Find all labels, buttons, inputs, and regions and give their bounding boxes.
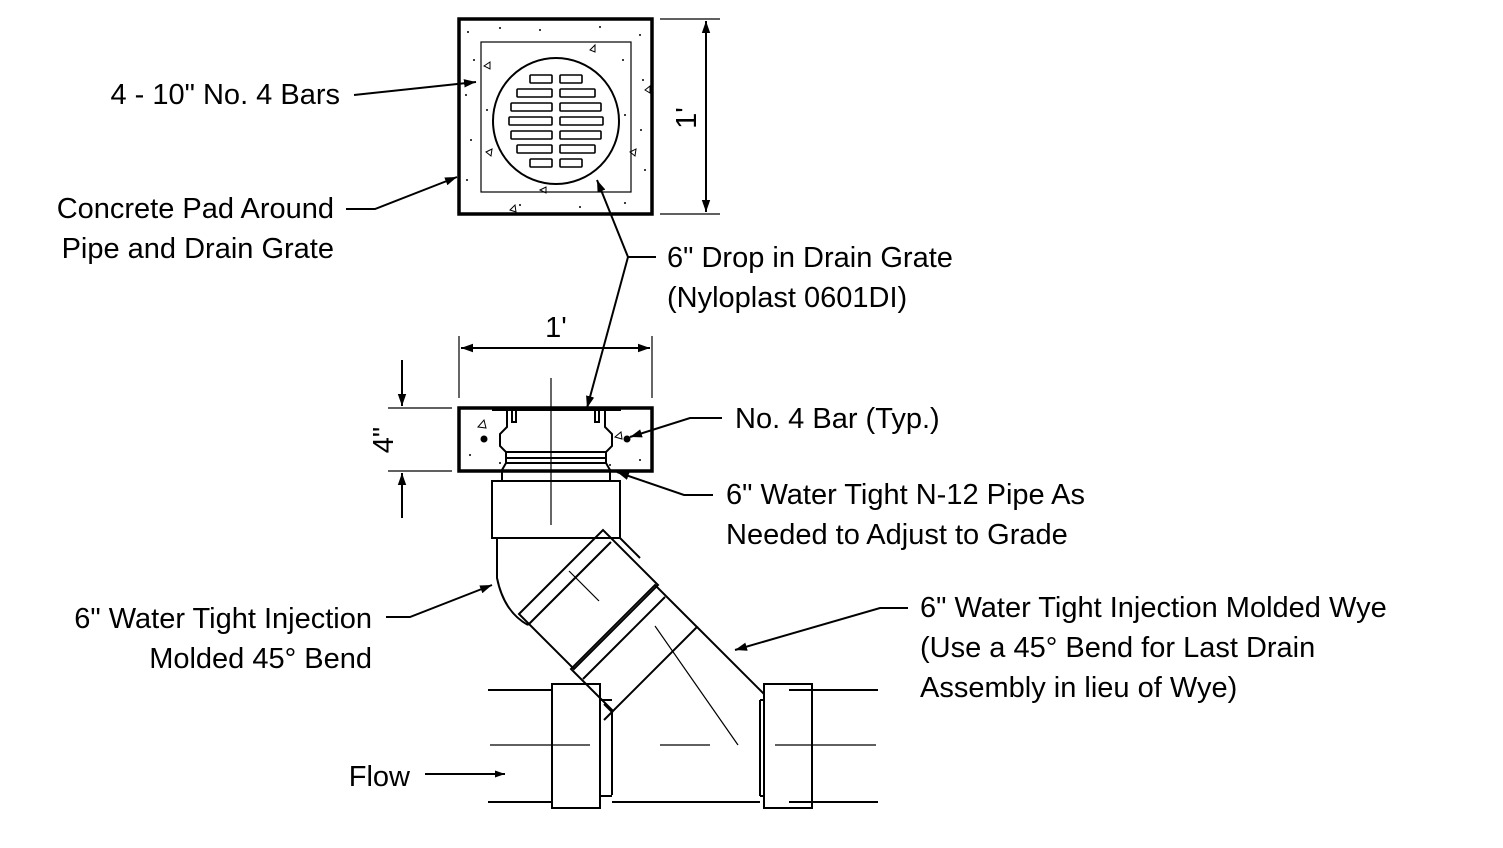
- section-width-dimension: 1': [458, 312, 653, 398]
- plan-height-dimension: 1': [660, 18, 720, 215]
- pad-label-line1: Concrete Pad Around: [57, 193, 334, 225]
- bend-label-line2: Molded 45° Bend: [149, 643, 372, 675]
- wye-label-line3: Assembly in lieu of Wye): [920, 672, 1237, 704]
- wye-label-line1: 6" Water Tight Injection Molded Wye: [920, 592, 1387, 624]
- pipe-label-line1: 6" Water Tight N-12 Pipe As: [726, 479, 1085, 511]
- label-flow: Flow: [349, 761, 505, 793]
- section-depth-label: 4": [368, 427, 400, 453]
- pipe-label-line2: Needed to Adjust to Grade: [726, 519, 1068, 551]
- grate-label-line2: (Nyloplast 0601DI): [667, 282, 907, 314]
- wye-branch-centerline: [654, 625, 739, 746]
- main-run-pipe: [488, 683, 878, 809]
- section-rebar-left: [480, 435, 488, 443]
- label-drain-grate: 6" Drop in Drain Grate (Nyloplast 0601DI…: [586, 179, 953, 409]
- grate-label-line1: 6" Drop in Drain Grate: [667, 242, 953, 274]
- bend-label-line1: 6" Water Tight Injection: [74, 603, 372, 635]
- plan-view: 1': [457, 17, 720, 216]
- pipe-assembly: [488, 480, 878, 809]
- section-width-label: 1': [545, 312, 567, 344]
- plan-concrete-pad: [457, 17, 654, 216]
- section-rebar-right: [623, 435, 631, 443]
- bend-hub: [517, 528, 660, 671]
- label-bend: 6" Water Tight Injection Molded 45° Bend: [74, 584, 493, 675]
- plan-grate-slots: [508, 74, 604, 168]
- flow-label: Flow: [349, 761, 411, 793]
- section-grate-body: [492, 409, 621, 481]
- pad-label-line2: Pipe and Drain Grate: [62, 233, 334, 265]
- plan-height-label: 1': [671, 107, 703, 129]
- label-wye: 6" Water Tight Injection Molded Wye (Use…: [734, 592, 1387, 704]
- section-pad: 1' 4": [368, 312, 654, 525]
- bend-outer-wall: [496, 538, 529, 626]
- label-concrete-pad: Concrete Pad Around Pipe and Drain Grate: [57, 176, 458, 265]
- plan-rebar-outline: [480, 41, 632, 193]
- bars-label: 4 - 10" No. 4 Bars: [110, 79, 340, 111]
- label-bars: 4 - 10" No. 4 Bars: [110, 79, 477, 111]
- plan-grate-rim: [492, 57, 620, 185]
- wye-label-line2: (Use a 45° Bend for Last Drain: [920, 632, 1315, 664]
- label-n12-pipe: 6" Water Tight N-12 Pipe As Needed to Ad…: [616, 471, 1085, 551]
- label-bar-typ: No. 4 Bar (Typ.): [629, 403, 940, 438]
- section-depth-dimension: 4": [368, 360, 452, 518]
- section-concrete-pad: [457, 406, 654, 473]
- plan-concrete-stipple: [465, 26, 651, 213]
- n12-riser-pipe: [491, 480, 621, 539]
- wye-hub: [569, 583, 699, 713]
- bar-typ-label: No. 4 Bar (Typ.): [735, 403, 940, 435]
